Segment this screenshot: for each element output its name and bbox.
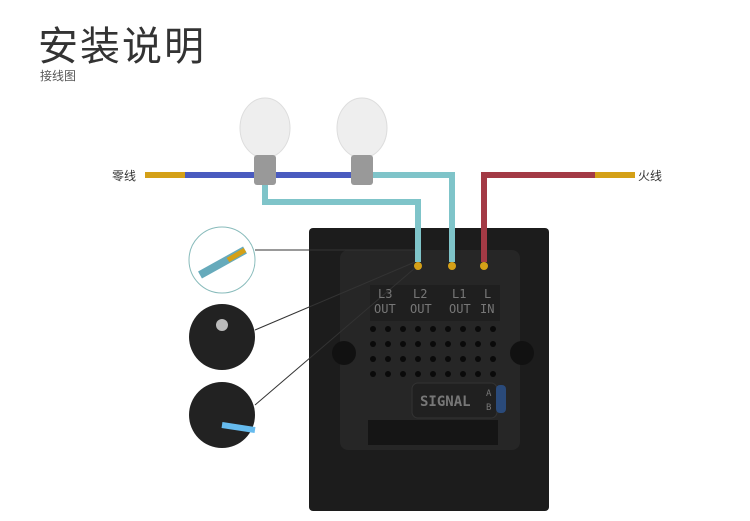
vent-hole bbox=[475, 326, 481, 332]
vent-hole bbox=[430, 371, 436, 377]
vent-hole bbox=[490, 356, 496, 362]
vent-hole bbox=[490, 326, 496, 332]
vent-hole bbox=[430, 341, 436, 347]
terminal-l1-bottom: OUT bbox=[449, 302, 471, 316]
page-subtitle: 接线图 bbox=[40, 69, 77, 83]
vent-hole bbox=[490, 371, 496, 377]
terminal-l3-bottom: OUT bbox=[374, 302, 396, 316]
vent-hole bbox=[385, 371, 391, 377]
terminal-l-top: L bbox=[484, 287, 491, 301]
vent-hole bbox=[430, 326, 436, 332]
signal-b: B bbox=[486, 403, 491, 413]
vent-hole bbox=[445, 326, 451, 332]
vent-hole bbox=[400, 326, 406, 332]
bulb2-output-wire bbox=[372, 172, 455, 262]
vent-hole bbox=[445, 341, 451, 347]
vent-hole bbox=[400, 371, 406, 377]
live-wire bbox=[481, 172, 600, 262]
vent-hole bbox=[430, 356, 436, 362]
vent-hole bbox=[385, 341, 391, 347]
detail-inserted-wire bbox=[189, 382, 256, 448]
vent-hole bbox=[460, 356, 466, 362]
vent-hole bbox=[385, 326, 391, 332]
light-bulb-1-icon bbox=[239, 97, 291, 185]
vent-hole bbox=[370, 371, 376, 377]
vent-hole bbox=[415, 371, 421, 377]
vent-hole bbox=[400, 356, 406, 362]
vent-hole bbox=[475, 371, 481, 377]
live-wire-label: 火线 bbox=[638, 169, 663, 183]
vent-hole bbox=[370, 326, 376, 332]
terminal-l2-bottom: OUT bbox=[410, 302, 432, 316]
vent-hole bbox=[475, 356, 481, 362]
vent-hole bbox=[370, 341, 376, 347]
vent-hole bbox=[415, 356, 421, 362]
page-title: 安装说明 bbox=[38, 24, 206, 70]
vent-hole bbox=[460, 341, 466, 347]
vent-hole bbox=[370, 356, 376, 362]
terminal-l-bottom: IN bbox=[480, 302, 494, 316]
vent-hole bbox=[385, 356, 391, 362]
vent-hole bbox=[445, 371, 451, 377]
vent-hole bbox=[415, 341, 421, 347]
vent-hole bbox=[415, 326, 421, 332]
terminal-l3-top: L3 bbox=[378, 287, 392, 301]
vent-hole bbox=[475, 341, 481, 347]
vent-holes bbox=[370, 326, 496, 377]
vent-hole bbox=[400, 341, 406, 347]
vent-hole bbox=[490, 341, 496, 347]
vent-hole bbox=[445, 356, 451, 362]
detail-stripped-wire bbox=[188, 226, 256, 294]
neutral-wire-label: 零线 bbox=[112, 169, 137, 183]
signal-a: A bbox=[486, 389, 492, 399]
light-bulb-2-icon bbox=[336, 97, 388, 185]
terminal-l1-top: L1 bbox=[452, 287, 466, 301]
vent-hole bbox=[460, 326, 466, 332]
vent-hole bbox=[460, 371, 466, 377]
bulb1-output-wire bbox=[262, 185, 421, 262]
detail-screw-terminal bbox=[189, 304, 255, 370]
terminal-l2-top: L2 bbox=[413, 287, 427, 301]
signal-label: SIGNAL bbox=[420, 394, 471, 410]
